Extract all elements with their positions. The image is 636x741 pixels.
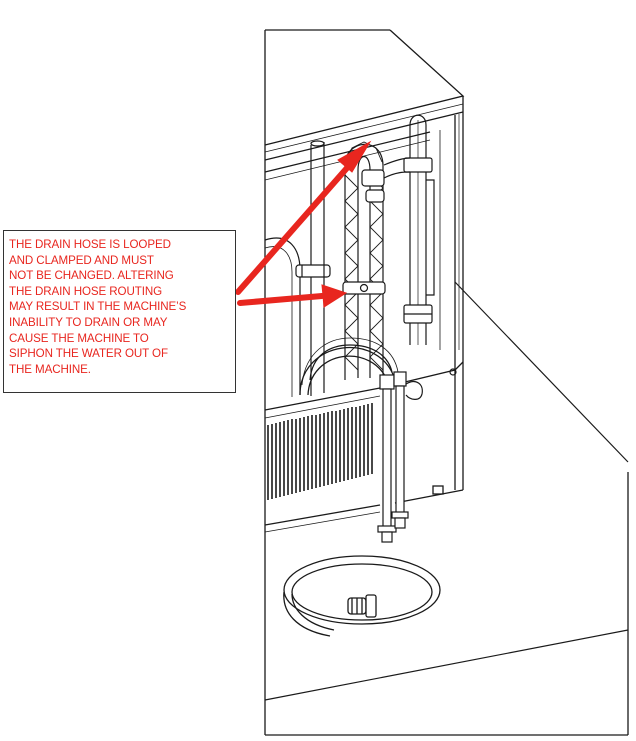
drawing-frame — [264, 29, 629, 736]
callout-line-5: MAY RESULT IN THE MACHINE’S — [9, 300, 187, 314]
callout-line-1: THE DRAIN HOSE IS LOOPED — [9, 238, 171, 251]
callout-line-3: NOT BE CHANGED. ALTERING — [9, 269, 174, 283]
warning-callout: THE DRAIN HOSE IS LOOPED AND CLAMPED AND… — [3, 230, 236, 393]
callout-arrows — [235, 140, 372, 308]
floor-lines — [264, 281, 629, 701]
callout-line-9: THE MACHINE. — [9, 362, 91, 376]
callout-line-4: THE DRAIN HOSE ROUTING — [9, 284, 163, 298]
callout-line-7: CAUSE THE MACHINE TO — [9, 331, 149, 345]
standpipes — [377, 368, 457, 543]
vertical-pipe-left — [295, 140, 331, 396]
outlet-hose — [299, 346, 396, 396]
coiled-hose — [283, 555, 441, 637]
right-plumbing — [383, 114, 435, 345]
callout-line-2: AND CLAMPED AND MUST — [9, 253, 154, 267]
vent-grille — [267, 403, 373, 500]
callout-line-6: INABILITY TO DRAIN OR MAY — [9, 315, 168, 329]
callout-line-8: SIPHON THE WATER OUT OF — [9, 347, 168, 361]
inner-frame — [264, 237, 399, 397]
